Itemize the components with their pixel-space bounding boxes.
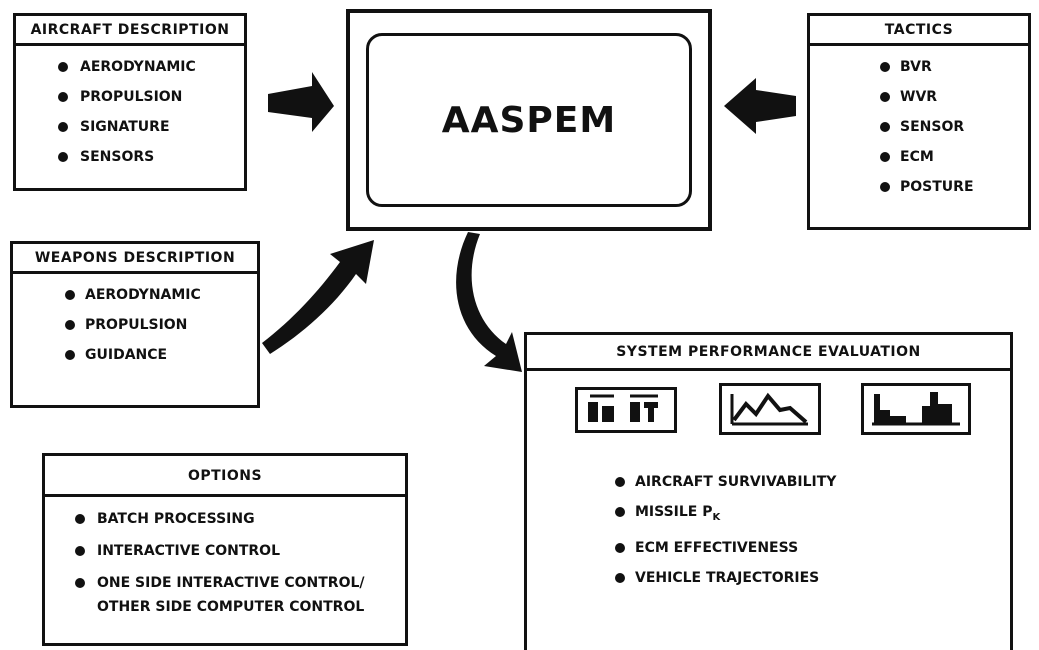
tactics-box: TACTICS BVR WVR SENSOR ECM POSTURE (807, 13, 1031, 230)
aaspem-inner-frame: AASPEM (366, 33, 692, 207)
weapons-description-box: WEAPONS DESCRIPTION AERODYNAMIC PROPULSI… (10, 241, 260, 408)
list-item: BATCH PROCESSING (45, 507, 387, 531)
aircraft-description-title: AIRCRAFT DESCRIPTION (16, 16, 244, 46)
system-performance-evaluation-title: SYSTEM PERFORMANCE EVALUATION (527, 335, 1010, 371)
list-item: POSTURE (810, 172, 1028, 202)
tactics-list: BVR WVR SENSOR ECM POSTURE (810, 46, 1028, 202)
options-box: OPTIONS BATCH PROCESSING INTERACTIVE CON… (42, 453, 408, 646)
list-item: ECM (810, 142, 1028, 172)
arrow-aircraft-to-aaspem (268, 72, 334, 132)
list-item: BVR (810, 52, 1028, 82)
list-item: SIGNATURE (16, 112, 244, 142)
tactics-title: TACTICS (810, 16, 1028, 46)
system-performance-evaluation-list: AIRCRAFT SURVIVABILITY MISSILE PK ECM EF… (527, 463, 1010, 593)
list-item: VEHICLE TRAJECTORIES (527, 563, 1010, 593)
list-item: PROPULSION (13, 310, 257, 340)
missile-subscript: K (712, 511, 721, 523)
list-item: SENSORS (16, 142, 244, 172)
aaspem-box: AASPEM (346, 9, 712, 231)
evaluation-icons (527, 371, 1010, 463)
weapons-description-list: AERODYNAMIC PROPULSION GUIDANCE (13, 274, 257, 370)
list-item: GUIDANCE (13, 340, 257, 370)
arrow-weapons-to-aaspem (262, 240, 374, 354)
system-performance-evaluation-box: SYSTEM PERFORMANCE EVALUATION (524, 332, 1013, 650)
list-item: WVR (810, 82, 1028, 112)
list-item: AIRCRAFT SURVIVABILITY (527, 467, 1010, 497)
arrow-tactics-to-aaspem (724, 78, 796, 134)
list-item: AERODYNAMIC (16, 52, 244, 82)
list-item: MISSILE PK (527, 497, 1010, 533)
list-item: PROPULSION (16, 82, 244, 112)
options-title: OPTIONS (45, 456, 405, 497)
list-item: AERODYNAMIC (13, 280, 257, 310)
aircraft-description-box: AIRCRAFT DESCRIPTION AERODYNAMIC PROPULS… (13, 13, 247, 191)
list-item: SENSOR (810, 112, 1028, 142)
aaspem-title: AASPEM (441, 99, 617, 141)
arrow-aaspem-to-evaluation (456, 232, 522, 372)
matrix-table-icon (575, 387, 677, 433)
list-item: INTERACTIVE CONTROL (45, 539, 387, 563)
list-item: ONE SIDE INTERACTIVE CONTROL/ OTHER SIDE… (45, 571, 387, 619)
bar-chart-icon (861, 383, 971, 435)
aircraft-description-list: AERODYNAMIC PROPULSION SIGNATURE SENSORS (16, 46, 244, 172)
weapons-description-title: WEAPONS DESCRIPTION (13, 244, 257, 274)
list-item: ECM EFFECTIVENESS (527, 533, 1010, 563)
options-list: BATCH PROCESSING INTERACTIVE CONTROL ONE… (45, 497, 405, 619)
missile-label: MISSILE P (635, 504, 713, 520)
line-plot-icon (719, 383, 821, 435)
